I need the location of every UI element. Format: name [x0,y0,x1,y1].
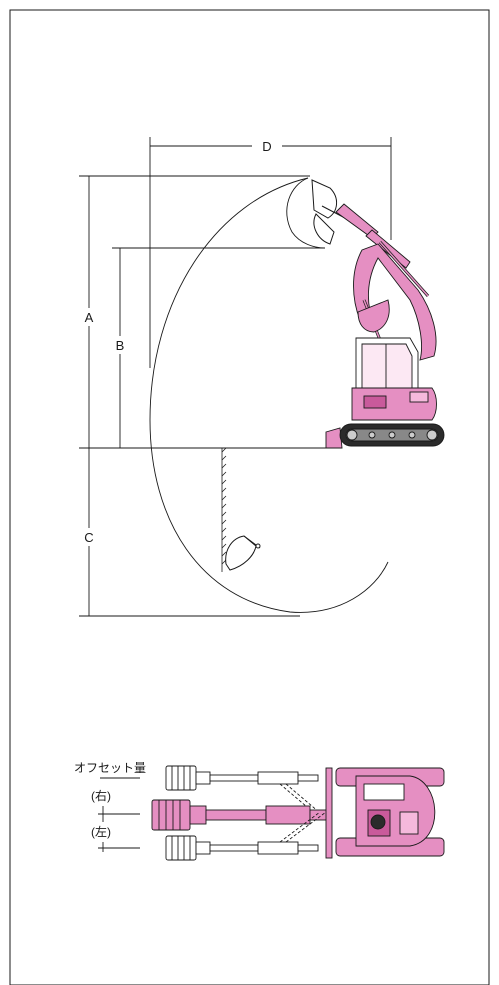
offset-ticks [98,777,140,852]
working-range-envelope [149,177,389,613]
boom [353,243,437,361]
arm [335,203,379,239]
arm-center [151,799,331,831]
offset-right-label: (右) [91,788,111,803]
dim-label-b: B [116,338,125,353]
excavator-side-view [325,203,445,449]
offset-amount-label: オフセット量 [74,761,146,775]
bucket-high-position [311,179,346,245]
dozer-blade-top [325,767,333,859]
dim-label-d: D [262,139,271,154]
bucket-low-position [225,535,261,571]
arm-offset-left [165,811,327,861]
dozer-blade [325,427,343,449]
page-border [9,9,490,985]
arm-offset-right [165,765,327,819]
dimension-lines [79,137,392,617]
offset-left-label: (左) [91,824,111,839]
dim-label-c: C [84,530,93,545]
digging-depth-wall [221,447,227,572]
excavator-top-view [151,765,445,861]
dim-label-a: A [85,310,94,325]
